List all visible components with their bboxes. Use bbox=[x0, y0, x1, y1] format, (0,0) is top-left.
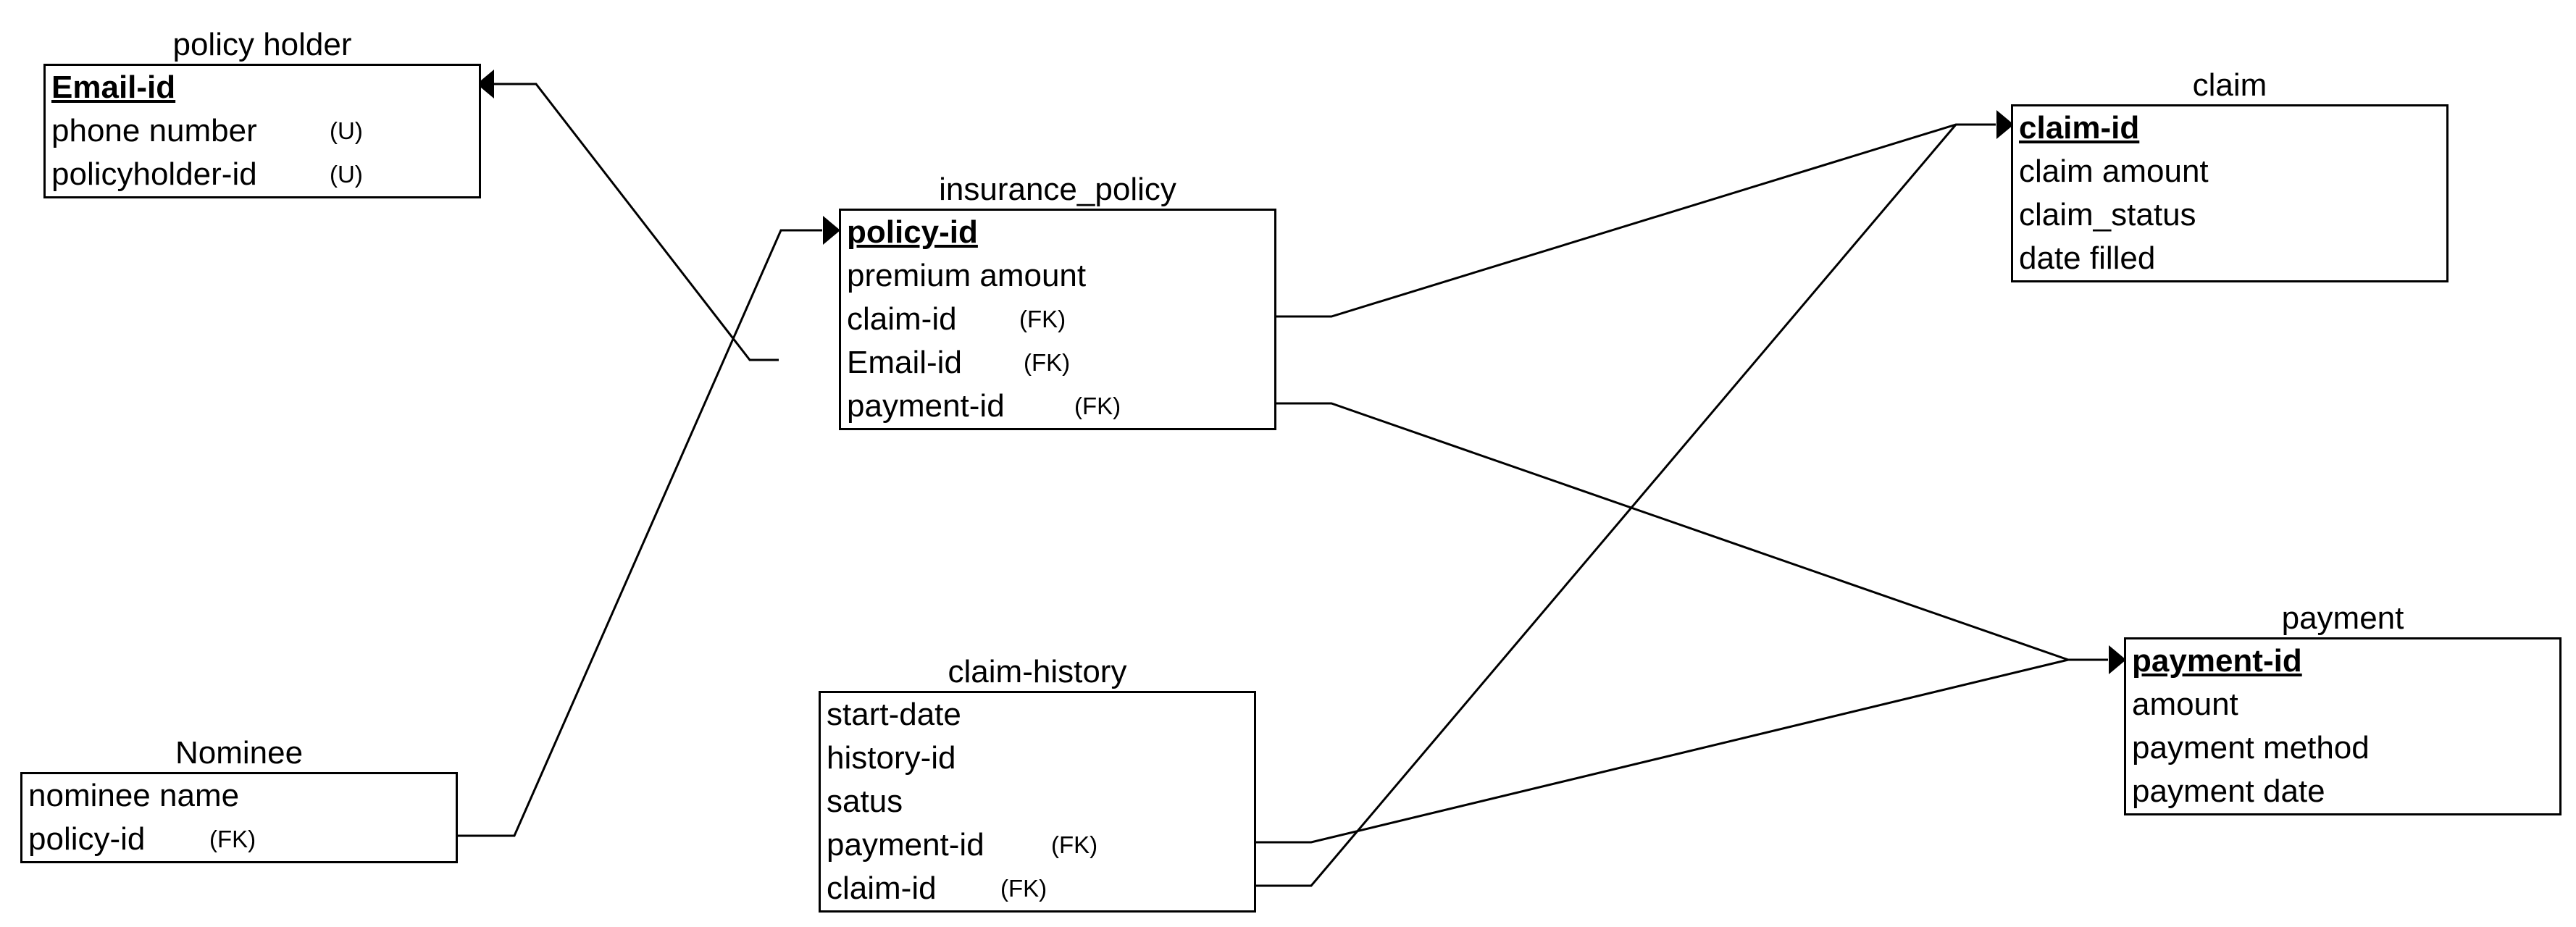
attr-row[interactable]: premium amount bbox=[841, 254, 1274, 298]
entity-box: policy-id premium amount claim-id (FK) Em… bbox=[839, 209, 1276, 430]
attr-row[interactable]: claim_status bbox=[2013, 193, 2446, 237]
attr-row[interactable]: payment method bbox=[2126, 726, 2559, 770]
attr-tag: (U) bbox=[330, 117, 363, 144]
attr-tag: (FK) bbox=[209, 826, 256, 852]
attr-label: premium amount bbox=[847, 258, 1087, 293]
attr-label: claim-id bbox=[827, 871, 937, 906]
attr-label: start-date bbox=[827, 697, 961, 732]
attr-label: date filled bbox=[2019, 240, 2156, 276]
primary-key-label: payment-id bbox=[2132, 643, 2302, 679]
primary-key-label: Email-id bbox=[51, 70, 176, 105]
entity-title: claim bbox=[2192, 67, 2267, 103]
connector-history-to-claim bbox=[1256, 124, 1957, 887]
attr-row[interactable]: payment-id bbox=[2126, 639, 2559, 683]
attr-row[interactable]: date filled bbox=[2013, 237, 2446, 280]
attr-row[interactable]: Email-id (FK) bbox=[841, 341, 1274, 385]
attr-row[interactable]: start-date bbox=[821, 693, 1254, 737]
connector-policy-to-claim bbox=[1276, 123, 1996, 318]
attr-row[interactable]: satus bbox=[821, 780, 1254, 823]
attr-row[interactable]: phone number (U) bbox=[46, 109, 479, 153]
attr-row[interactable]: payment-id (FK) bbox=[841, 385, 1274, 428]
entity-box: start-date history-id satus payment-id (F… bbox=[819, 691, 1256, 913]
attr-tag: (U) bbox=[330, 161, 363, 188]
attr-label: payment-id bbox=[847, 388, 1005, 424]
primary-key-label: claim-id bbox=[2019, 110, 2140, 146]
arrowhead-icon bbox=[477, 70, 494, 98]
attr-row[interactable]: policyholder-id (U) bbox=[46, 153, 479, 196]
entity-box: claim-id claim amount claim_status date … bbox=[2011, 104, 2449, 282]
entity-title: insurance_policy bbox=[939, 172, 1176, 207]
entity-title: Nominee bbox=[175, 735, 304, 771]
attr-label: payment method bbox=[2132, 730, 2370, 765]
attr-row[interactable]: claim amount bbox=[2013, 150, 2446, 193]
attr-row[interactable]: Email-id bbox=[46, 66, 479, 109]
attr-row[interactable]: claim-id (FK) bbox=[821, 867, 1254, 910]
attr-label: claim_status bbox=[2019, 197, 2196, 232]
attr-label: payment date bbox=[2132, 773, 2325, 809]
attr-row[interactable]: history-id bbox=[821, 737, 1254, 780]
arrowhead-icon bbox=[2109, 645, 2126, 674]
entity-title: payment bbox=[2281, 600, 2404, 636]
arrowhead-icon bbox=[1996, 110, 2014, 139]
attr-label: policy-id bbox=[28, 821, 146, 857]
attr-label: nominee name bbox=[28, 778, 240, 813]
entity-title: claim-history bbox=[948, 654, 1127, 689]
connector-policy-to-payment bbox=[1276, 402, 2108, 661]
attr-label: claim-id bbox=[847, 301, 957, 337]
attr-row[interactable]: claim-id (FK) bbox=[841, 298, 1274, 341]
attr-label: payment-id bbox=[827, 827, 984, 863]
attr-label: phone number bbox=[51, 113, 257, 148]
attr-tag: (FK) bbox=[1024, 349, 1071, 376]
attr-label: satus bbox=[827, 784, 903, 819]
attr-label: history-id bbox=[827, 740, 956, 776]
attr-row[interactable]: payment date bbox=[2126, 770, 2559, 813]
connector-nominee-to-policy bbox=[458, 229, 822, 837]
attr-row[interactable]: policy-id (FK) bbox=[22, 818, 456, 861]
attr-label: claim amount bbox=[2019, 154, 2209, 189]
connector-history-to-payment bbox=[1256, 658, 2069, 844]
attr-row[interactable]: policy-id bbox=[841, 211, 1274, 254]
attr-label: policyholder-id bbox=[51, 156, 257, 192]
attr-row[interactable]: nominee name bbox=[22, 774, 456, 818]
attr-tag: (FK) bbox=[1019, 306, 1066, 332]
attr-row[interactable]: claim-id bbox=[2013, 106, 2446, 150]
connector-email-to-policyholder bbox=[493, 83, 779, 361]
arrowhead-icon bbox=[823, 216, 840, 245]
entity-box: payment-id amount payment method payment… bbox=[2124, 637, 2562, 815]
attr-row[interactable]: payment-id (FK) bbox=[821, 823, 1254, 867]
primary-key-label: policy-id bbox=[847, 214, 978, 250]
attr-tag: (FK) bbox=[1074, 393, 1121, 419]
attr-label: amount bbox=[2132, 687, 2238, 722]
attr-label: Email-id bbox=[847, 345, 962, 380]
attr-row[interactable]: amount bbox=[2126, 683, 2559, 726]
attr-tag: (FK) bbox=[1051, 831, 1098, 858]
entity-box: nominee name policy-id (FK) bbox=[20, 772, 458, 863]
entity-title: policy holder bbox=[172, 27, 352, 62]
attr-tag: (FK) bbox=[1000, 875, 1047, 902]
entity-box: Email-id phone number (U) policyholder-id… bbox=[43, 64, 481, 198]
